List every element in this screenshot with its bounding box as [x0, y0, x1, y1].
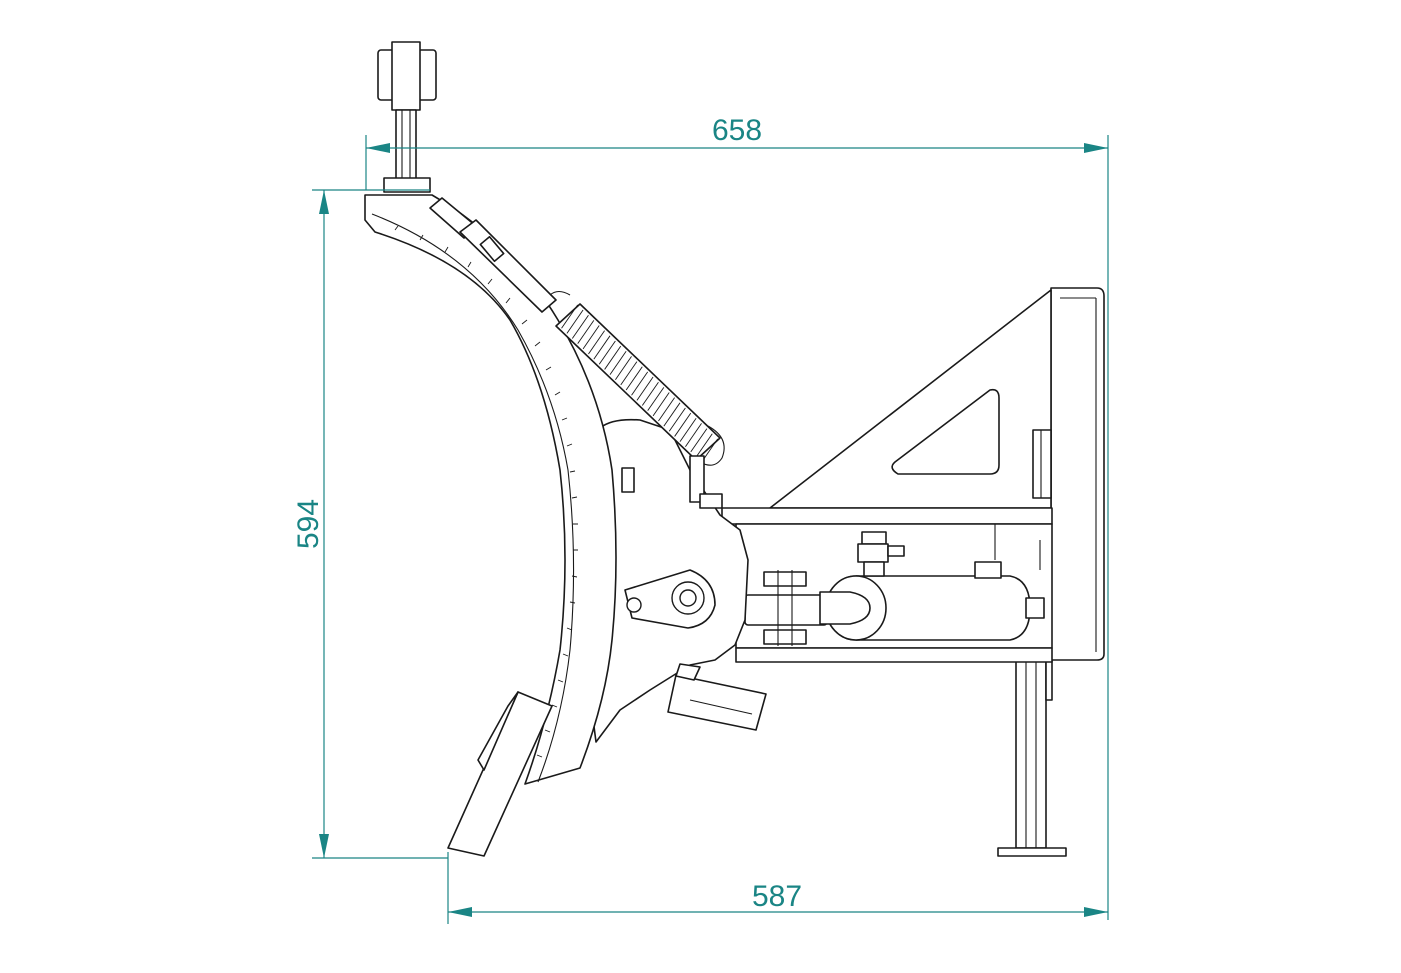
moldboard-blade [364, 194, 617, 785]
mounting-frame [769, 287, 1105, 661]
dimension-label-height: 594 [292, 499, 325, 549]
dimension-height: 594 [292, 189, 448, 859]
skid-shoe [667, 663, 767, 731]
tension-spring [555, 303, 725, 509]
parking-stand [997, 654, 1067, 857]
spring-rod [429, 197, 571, 313]
top-handle [377, 41, 437, 193]
dimension-label-top: 658 [712, 114, 762, 147]
dimension-label-bottom: 587 [752, 880, 802, 913]
cutting-edge [447, 691, 553, 857]
dimension-top-width: 658 [365, 114, 1109, 920]
hydraulic-cylinder [744, 531, 1045, 646]
dimension-bottom-width: 587 [447, 852, 1108, 924]
snow-plow-side-view [364, 41, 1105, 857]
